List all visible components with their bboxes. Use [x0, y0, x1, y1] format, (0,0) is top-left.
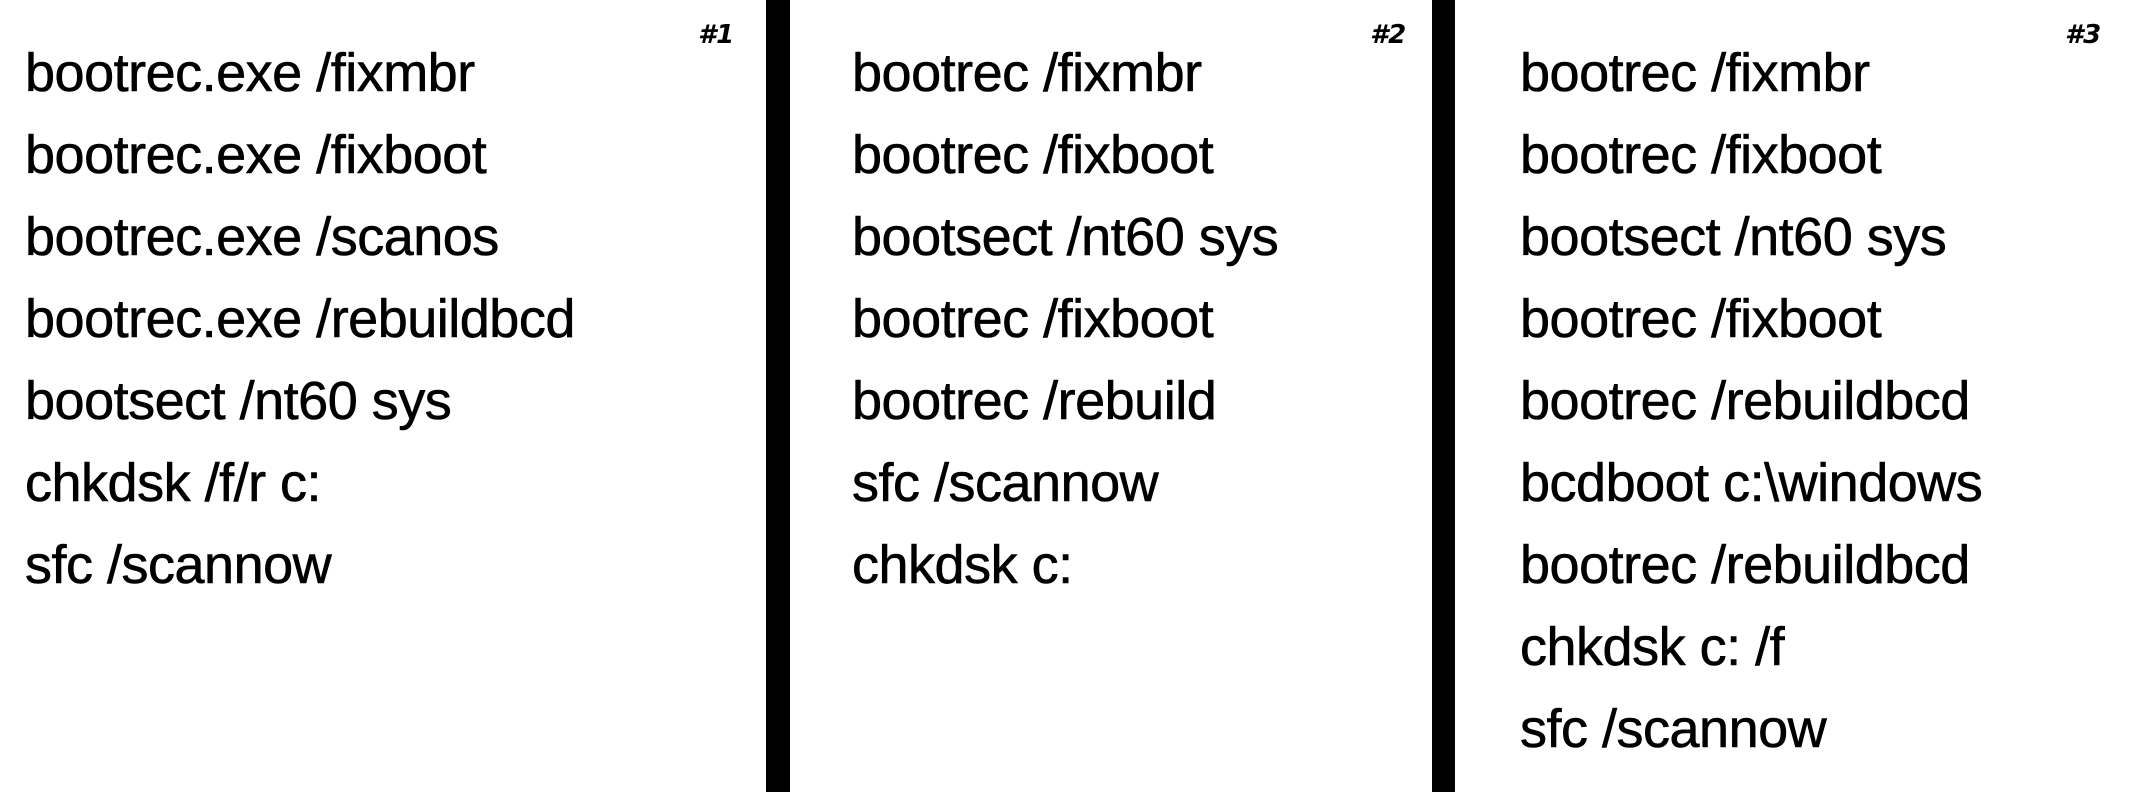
command-line: bootsect /nt60 sys [852, 207, 1279, 268]
command-line: bootrec.exe /fixmbr [25, 43, 476, 104]
command-list: bootrec /fixmbr bootrec /fixboot bootsec… [852, 32, 1279, 606]
command-line: bootrec /fixmbr [852, 43, 1203, 104]
command-line: bcdboot c:\windows [1520, 453, 1983, 514]
command-line: chkdsk c: [852, 535, 1074, 596]
command-line: bootsect /nt60 sys [1520, 207, 1947, 268]
command-line: bootrec /rebuild [852, 371, 1217, 432]
panel-label: #3 [2065, 20, 2102, 50]
panel-label: #2 [1370, 20, 1407, 50]
command-list: bootrec /fixmbr bootrec /fixboot bootsec… [1520, 32, 1983, 770]
command-line: bootrec /fixboot [852, 289, 1214, 350]
divider [766, 0, 790, 792]
command-line: bootrec /rebuildbcd [1520, 535, 1971, 596]
command-line: chkdsk /f/r c: [25, 453, 322, 514]
command-line: sfc /scannow [1520, 699, 1827, 760]
command-line: sfc /scannow [852, 453, 1159, 514]
command-line: bootsect /nt60 sys [25, 371, 452, 432]
command-line: bootrec /fixboot [1520, 289, 1882, 350]
divider [1432, 0, 1455, 792]
panel-1: #1 bootrec.exe /fixmbr bootrec.exe /fixb… [0, 0, 766, 792]
command-line: bootrec.exe /rebuildbcd [25, 289, 576, 350]
command-line: sfc /scannow [25, 535, 332, 596]
command-line: chkdsk c: /f [1520, 617, 1785, 678]
command-line: bootrec /fixboot [1520, 125, 1882, 186]
command-line: bootrec /fixboot [852, 125, 1214, 186]
panel-label: #1 [698, 20, 735, 50]
command-line: bootrec.exe /scanos [25, 207, 500, 268]
panel-3: #3 bootrec /fixmbr bootrec /fixboot boot… [1455, 0, 2138, 792]
command-line: bootrec.exe /fixboot [25, 125, 487, 186]
command-list: bootrec.exe /fixmbr bootrec.exe /fixboot… [25, 32, 576, 606]
command-line: bootrec /rebuildbcd [1520, 371, 1971, 432]
command-line: bootrec /fixmbr [1520, 43, 1871, 104]
panel-2: #2 bootrec /fixmbr bootrec /fixboot boot… [790, 0, 1432, 792]
